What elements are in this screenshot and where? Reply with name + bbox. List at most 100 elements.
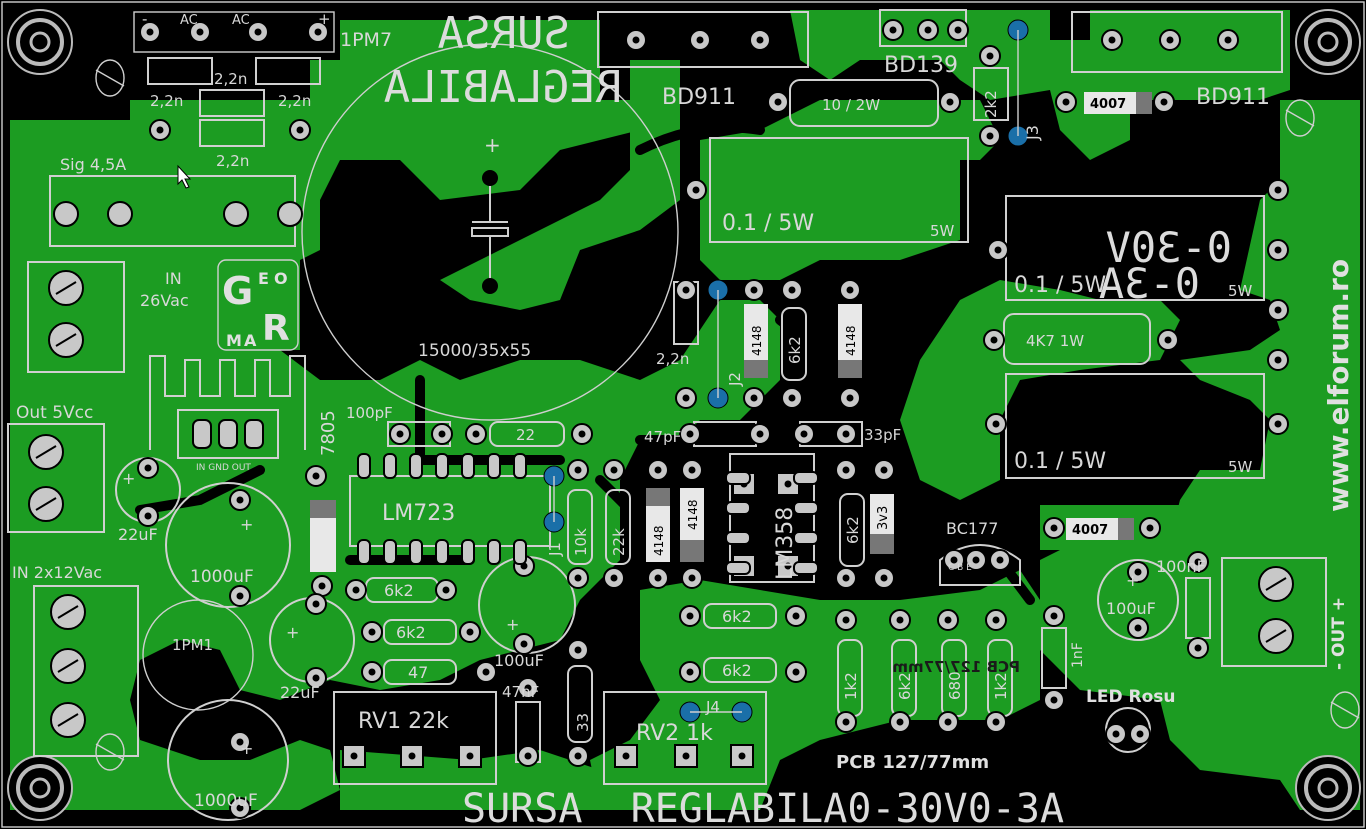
pad-hole [632,36,640,44]
label-cap-1000uf-b: 1000uF [194,791,258,811]
pad-hole [924,26,932,34]
pad-hole [466,628,474,636]
pad-hole [578,430,586,438]
lm358-outline [729,453,815,583]
label-cap-47nf: 47nF [502,683,539,701]
label-cap-1nf: 1nF [1070,642,1086,668]
pad-hole [846,394,854,402]
fuse-pad [53,201,79,227]
label-j3: J3 [1023,125,1042,141]
label-cap-100uf-a: 100uF [494,651,544,670]
label-z-3v3: 3v3 [876,506,891,530]
label-res-1k2-a: 1k2 [842,672,860,700]
label-cap-22uf-a: 22uF [118,525,158,544]
pad-hole [986,52,994,60]
label-d-4007-mid: 4007 [1072,523,1108,538]
pad-hole [236,496,244,504]
label-j1: J1 [546,542,564,557]
pad-hole [682,394,690,402]
label-cap-1000uf-a: 1000uF [190,567,254,587]
label-cap-100nf: 100nF [1156,557,1206,576]
ic-pin-lm723 [461,453,475,479]
pad-hole [880,466,888,474]
pad-hole [756,36,764,44]
pad-hole [236,804,244,812]
bd911-right-outline [1071,11,1283,73]
pad-hole [1274,306,1282,314]
ic-pin-lm723 [435,453,449,479]
pad-hole [750,286,758,294]
pad-hole [996,556,1004,564]
pad-hole [756,430,764,438]
label-res-10k: 10k [572,528,590,556]
pad-hole [788,286,796,294]
label-title-bottom: SURSA REGLABILA0-30V0-3A [462,786,1064,829]
label-res-6k2-v: 6k2 [786,336,804,364]
label-res-6k2-c: 6k2 [722,607,752,626]
pad-hole [368,668,376,676]
pad-hole [954,26,962,34]
pad-hole [946,98,954,106]
pad-hole [686,612,694,620]
ic-pin-lm723 [461,539,475,565]
pad-hole [688,574,696,582]
pad-hole [990,336,998,344]
pad-hole [682,752,690,760]
bridge-1pm7-outline [133,11,335,53]
pad-hole [800,430,808,438]
pad-hole [1146,524,1154,532]
reg-pin [192,419,212,449]
mounting-hole-bottom-left [7,755,73,821]
fuse-pad [277,201,303,227]
pad-hole [994,246,1002,254]
label-pcb-size-mirrored: PCB 127/77mm [892,658,1020,676]
screw-icon [95,59,1360,771]
label-d-4148-a: 4148 [750,325,764,356]
pad-hole [350,752,358,760]
label-d-4007-top: 4007 [1090,97,1126,112]
terminal-screw-slot [57,659,79,673]
mounting-hole-top-right [1295,9,1361,75]
reg-pin [218,419,238,449]
label-res-47: 47 [408,663,428,682]
fuse-pad [107,201,133,227]
terminal-screw-slot [1265,629,1287,643]
pad-hole [738,752,746,760]
pad-hole [846,286,854,294]
ic-pin-lm358 [725,561,751,575]
label-res-10-2w: 10 / 2W [822,96,880,114]
ic-pin-lm723 [357,539,371,565]
label-plus-100uf-a: + [506,615,519,634]
pad-hole [1112,730,1120,738]
text-labels: - AC AC + 1PM7 2,2n 2,2n 2,2n 2,2n 2,2n … [12,8,1355,829]
label-in-26vac-2: 26Vac [140,291,189,310]
pad-hole [438,430,446,438]
pad-hole [312,600,320,608]
pad-hole [1062,98,1070,106]
res-2k2-outline [973,67,1009,121]
big-capacitor-outline [301,43,679,421]
pad-hole [574,466,582,474]
label-d-4148-c: 4148 [652,525,666,556]
label-bd911-right: BD911 [1196,85,1270,110]
terminal-in-26vac [27,261,125,373]
pad-hole [682,286,690,294]
ic-pin-lm723 [409,539,423,565]
ic-pin-lm723 [487,539,501,565]
pad-hole [1274,186,1282,194]
big-cap-pad [482,170,498,186]
pad-hole [1134,568,1142,576]
pad-hole [1274,356,1282,364]
label-pm1: 1PM1 [172,636,213,654]
ic-pin-lm723 [383,539,397,565]
logo-letter-g: G [222,269,253,313]
label-reg-pins: IN GND OUT [196,463,251,473]
pad-hole [842,574,850,582]
label-res-01-5w-a-rating: 5W [930,222,955,240]
label-pm7-minus: - [142,10,147,28]
label-title-top-mirrored-2: REGLABILA [384,62,622,113]
label-plus-1000uf-b: + [240,739,253,758]
terminal-screw-slot [57,605,79,619]
